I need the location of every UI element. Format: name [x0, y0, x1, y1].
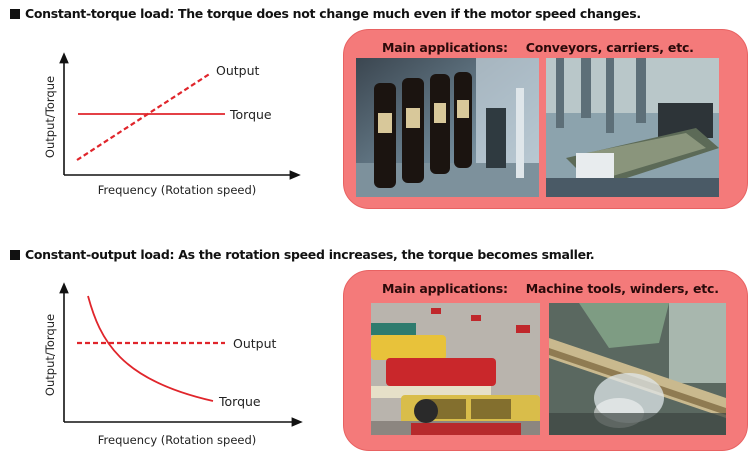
- torque-curve: [87, 295, 214, 402]
- x-axis-label: Frequency (Rotation speed): [98, 433, 257, 447]
- applications-heading: Main applications: Conveyors, carriers, e…: [382, 40, 694, 55]
- section-title-text: Constant-torque load: The torque does no…: [25, 6, 641, 21]
- constant-output-chart: Output Torque Frequency (Rotation speed)…: [0, 280, 320, 464]
- applications-label: Main applications:: [382, 40, 508, 55]
- output-label: Output: [233, 336, 277, 351]
- y-axis-label: Output/Torque: [43, 76, 57, 158]
- machine-tool-cutting-photo: [549, 303, 726, 435]
- applications-value: Conveyors, carriers, etc.: [525, 40, 694, 55]
- winder-rollers-photo: [371, 303, 540, 435]
- section-title-constant-output: Constant-output load: As the rotation sp…: [10, 247, 595, 262]
- torque-label: Torque: [218, 394, 261, 409]
- circuit-board-carrier-photo: [546, 58, 719, 197]
- x-axis-label: Frequency (Rotation speed): [98, 183, 257, 197]
- bottling-conveyor-photo: [356, 58, 539, 197]
- applications-box-constant-output: Main applications: Machine tools, winders…: [343, 270, 748, 451]
- applications-heading: Main applications: Machine tools, winders…: [382, 281, 719, 296]
- section-title-constant-torque: Constant-torque load: The torque does no…: [10, 6, 641, 21]
- torque-label: Torque: [229, 107, 272, 122]
- square-bullet-icon: [10, 9, 20, 19]
- applications-box-constant-torque: Main applications: Conveyors, carriers, e…: [343, 29, 748, 209]
- applications-value: Machine tools, winders, etc.: [525, 281, 719, 296]
- square-bullet-icon: [10, 250, 20, 260]
- section-title-text: Constant-output load: As the rotation sp…: [25, 247, 595, 262]
- output-label: Output: [216, 63, 260, 78]
- constant-torque-chart: Output Torque Frequency (Rotation speed)…: [0, 40, 320, 214]
- output-line: [76, 72, 212, 161]
- applications-label: Main applications:: [382, 281, 508, 296]
- y-axis-label: Output/Torque: [43, 314, 57, 396]
